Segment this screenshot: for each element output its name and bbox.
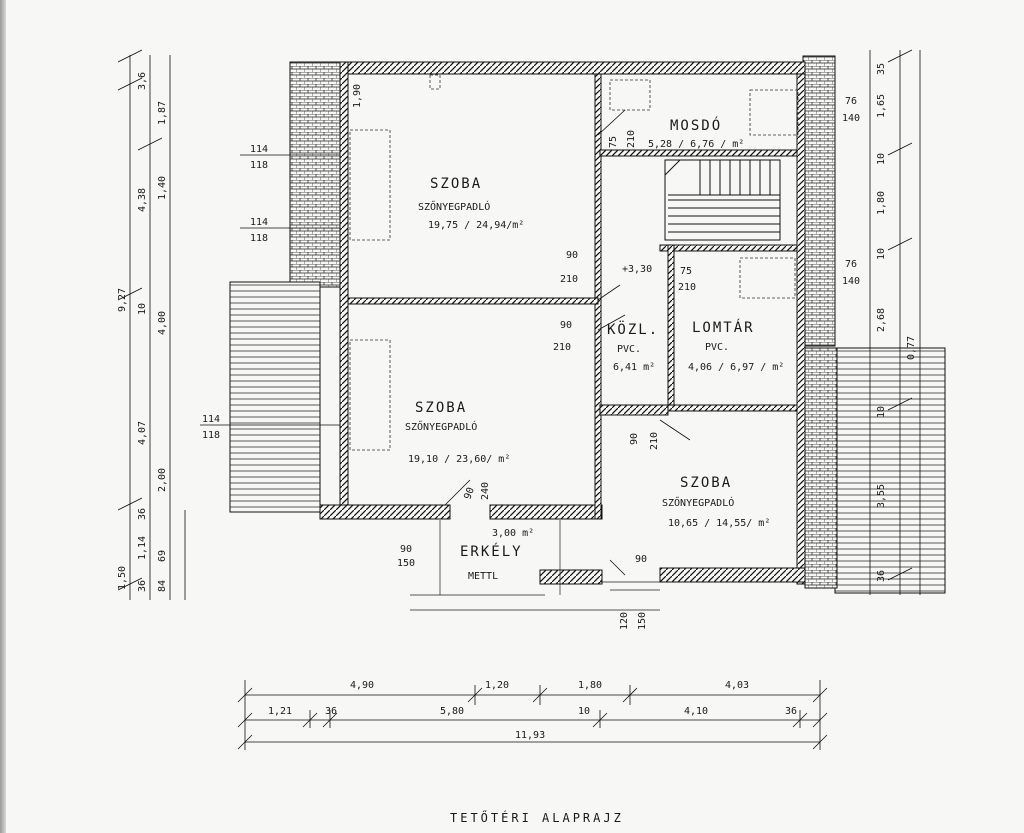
door-szoba3-width: 90: [629, 433, 640, 445]
door-erkely-width: 90: [400, 544, 412, 555]
door-entry-width: 120: [619, 612, 630, 630]
dim-bottom-row2-2: 5,80: [440, 706, 464, 717]
dim-left-h: 2,00: [157, 468, 168, 492]
door-lomtar-height: 210: [678, 282, 696, 293]
dim-left-e: 10: [137, 303, 148, 315]
room-kozl-area: 6,41 m²: [613, 362, 655, 373]
bottom-dimension-lines: [237, 680, 828, 750]
left-dimension-lines: [117, 49, 340, 600]
room-szoba2-floor: SZŐNYEGPADLÓ: [405, 419, 477, 433]
room-szoba2-area: 19,10 / 23,60/ m²: [408, 454, 510, 465]
scan-edge-shadow: [0, 0, 6, 833]
door-mosdo-height: 210: [626, 130, 637, 148]
stairs: [664, 159, 781, 241]
room-szoba3-floor: SZŐNYEGPADLÓ: [662, 495, 734, 509]
door-kozl-width: 90: [560, 320, 572, 331]
right-dimension-lines: [869, 49, 921, 595]
dim-bottom-row2-0: 1,21: [268, 706, 292, 717]
door-erkely-height: 150: [397, 558, 415, 569]
dim-left-d: 1,40: [157, 176, 168, 200]
walls: [319, 61, 806, 585]
door-szoba3-height: 210: [649, 432, 660, 450]
room-lomtar-name: LOMTÁR: [692, 319, 755, 336]
dim-left-l: 1,50: [117, 566, 128, 590]
door-mosdo-width: 75: [608, 136, 619, 148]
room-szoba3-name: SZOBA: [680, 475, 732, 491]
room-erkely-area: 3,00 m²: [492, 528, 534, 539]
dim-left-a: 3,6: [137, 72, 148, 90]
dim-bottom-row2-3: 10: [578, 706, 590, 717]
window-mosdo-height: 140: [842, 113, 860, 124]
dim-left-total: 9,27: [117, 288, 128, 312]
door-swings: [444, 109, 691, 576]
dim-bottom-total: 11,93: [515, 730, 545, 741]
room-szoba1-floor: SZŐNYEGPADLÓ: [418, 199, 490, 213]
dim-right-e: 10: [876, 248, 887, 260]
window-1-height: 118: [250, 160, 268, 171]
room-erkely-floor: METTL: [468, 571, 498, 582]
ceiling-height: 1,90: [352, 84, 363, 108]
dim-right-d: 1,80: [876, 191, 887, 215]
dim-right-b: 1,65: [876, 94, 887, 118]
door-szoba1-height: 210: [560, 274, 578, 285]
dim-right-c: 10: [876, 153, 887, 165]
door-kozl-height: 210: [553, 342, 571, 353]
window-lomtar-height: 140: [842, 276, 860, 287]
dim-left-b: 1,87: [157, 101, 168, 125]
dim-right-g: 0,77: [906, 336, 917, 360]
dim-left-i: 36: [137, 508, 148, 520]
dim-bottom-row1-0: 4,90: [350, 680, 374, 691]
drawing-title: TETŐTÉRI ALAPRAJZ: [450, 810, 624, 825]
room-szoba1-name: SZOBA: [430, 176, 482, 192]
room-erkely-name: ERKÉLY: [460, 543, 523, 560]
dim-left-n: 84: [157, 580, 168, 592]
room-mosdo-area: 5,28 / 6,76 / m²: [648, 139, 744, 150]
door-szoba2-height: 240: [480, 482, 491, 500]
room-mosdo-name: MOSDÓ: [670, 116, 722, 134]
dim-left-m: 36: [137, 580, 148, 592]
dim-right-f: 2,68: [876, 308, 887, 332]
dim-left-f: 4,00: [157, 311, 168, 335]
roof-slopes: [229, 55, 946, 594]
window-lomtar-width: 76: [845, 259, 857, 270]
dim-left-j: 1,14: [137, 536, 148, 560]
dim-bottom-row2-4: 4,10: [684, 706, 708, 717]
room-kozl-name: KÖZL.: [607, 320, 659, 338]
guide-lines: [410, 520, 660, 611]
room-lomtar-area: 4,06 / 6,97 / m²: [688, 362, 784, 373]
room-szoba3-area: 10,65 / 14,55/ m²: [668, 518, 770, 529]
furniture: [349, 74, 799, 451]
door-szoba1-width: 90: [566, 250, 578, 261]
window-3-width: 114: [202, 414, 220, 425]
door-lomtar-width: 75: [680, 266, 692, 277]
window-2-width: 114: [250, 217, 268, 228]
dim-bottom-row1-3: 4,03: [725, 680, 749, 691]
door-entry-height: 150: [637, 612, 648, 630]
dim-left-k: 69: [157, 550, 168, 562]
dim-left-c: 4,38: [137, 188, 148, 212]
dim-bottom-row2-1: 36: [325, 706, 337, 717]
dim-left-g: 4,07: [137, 421, 148, 445]
dim-right-a: 35: [876, 63, 887, 75]
dim-bottom-row1-1: 1,20: [485, 680, 509, 691]
dim-right-h: 10: [876, 406, 887, 418]
dim-bottom-row2-5: 36: [785, 706, 797, 717]
door-landing-width: 90: [635, 554, 647, 565]
spot-level: +3,30: [622, 264, 652, 275]
room-szoba2-name: SZOBA: [415, 400, 467, 416]
room-lomtar-floor: PVC.: [705, 342, 729, 353]
window-mosdo-width: 76: [845, 96, 857, 107]
window-3-height: 118: [202, 430, 220, 441]
dim-right-i: 3,55: [876, 484, 887, 508]
dim-bottom-row1-2: 1,80: [578, 680, 602, 691]
room-kozl-floor: PVC.: [617, 344, 641, 355]
window-1-width: 114: [250, 144, 268, 155]
dim-right-j: 36: [876, 570, 887, 582]
room-szoba1-area: 19,75 / 24,94/m²: [428, 220, 524, 231]
window-2-height: 118: [250, 233, 268, 244]
door-szoba2-width: 90: [462, 486, 476, 501]
